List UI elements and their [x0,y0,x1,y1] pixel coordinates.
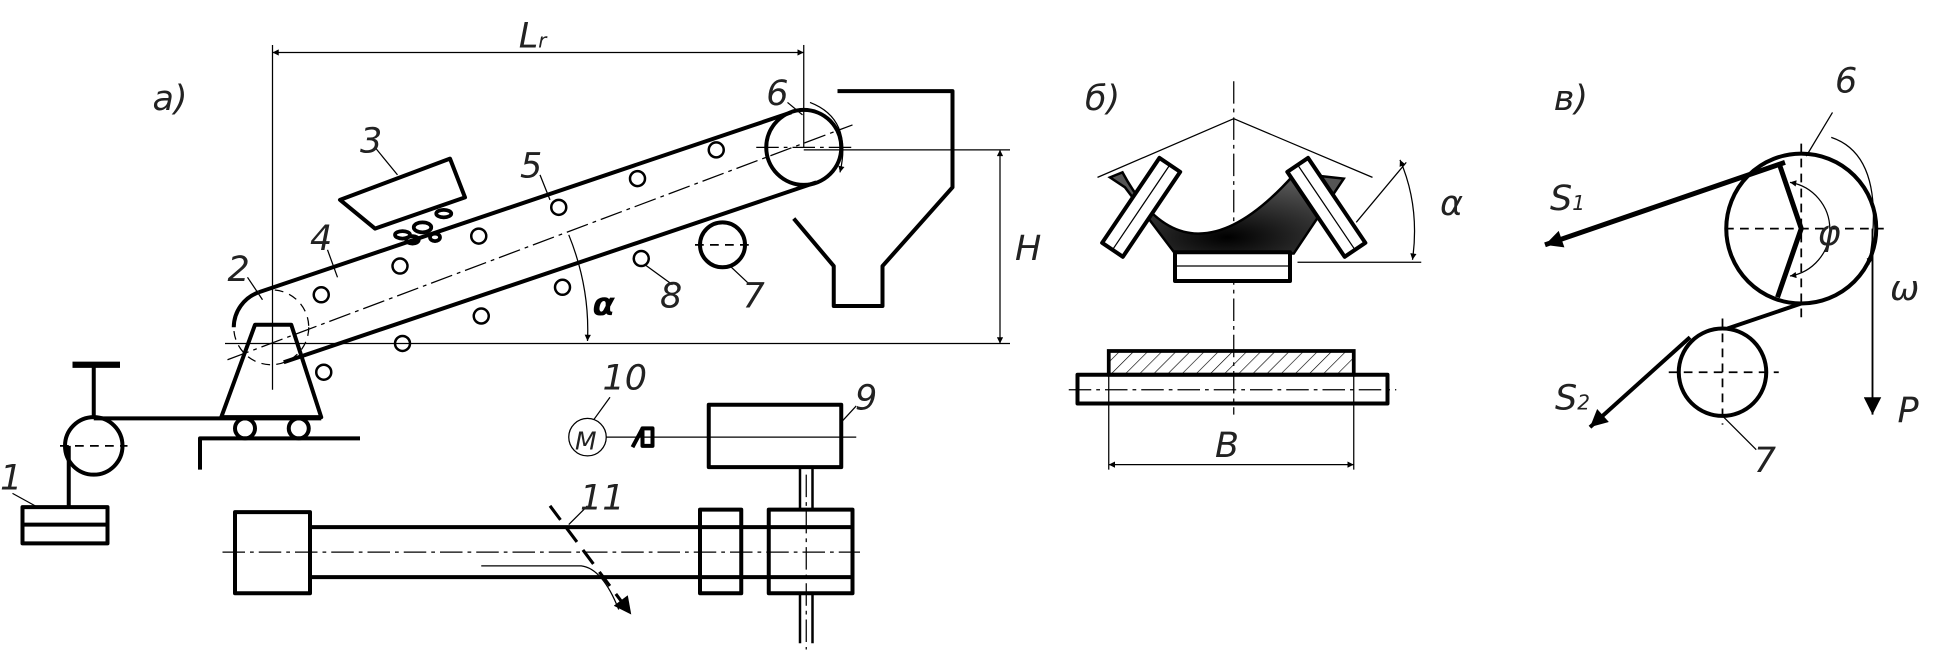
trough-alpha-label: α [1440,184,1463,224]
pulley6-label: 6 [1835,61,1857,101]
belt-lower [283,180,817,365]
omega-label: ω [1890,269,1919,309]
belt-upper [258,110,792,295]
label-10: 10 [603,359,648,399]
panel-b-label: б) [1085,79,1120,119]
s1-force-arrow [1544,160,1786,248]
angle-arc [568,234,591,342]
discharge-plow [548,504,633,616]
panel-v-label: в) [1554,79,1588,119]
s1-label: S1 [1550,179,1585,219]
label-11: 11 [580,479,625,519]
label-9: 9 [855,379,877,419]
flat-belt-section [1106,349,1356,377]
carriage-wheel [233,416,257,441]
idlers [312,141,725,381]
plan-tail-pulley [233,510,312,596]
bulk-material [393,207,454,246]
side-roller-left [1100,155,1183,259]
s2-label: S2 [1555,379,1590,419]
side-roller-right [1285,155,1368,259]
trough-geometry [1097,117,1373,178]
leader-lines [12,101,857,526]
panel-b: б) α B [1068,79,1463,470]
panel-a: а) Lr α H [0,16,1041,650]
motor-label: M [575,427,597,456]
panel-a-label: а) [152,79,187,119]
phi-label: φ [1818,214,1841,254]
label-5: 5 [520,146,542,186]
s2-force-arrow [1588,335,1692,429]
width-label: B [1215,426,1239,466]
label-8: 8 [660,276,682,316]
rotation-arrow [809,101,845,173]
conveyor-axis [227,124,853,361]
carriage-wheel [286,416,311,441]
snub-roller [698,220,747,270]
plan-head-pulley [766,507,855,596]
plan-idler [698,507,744,596]
coupling [640,426,655,448]
length-label: Lr [519,16,548,56]
p-label: P [1898,391,1920,431]
alpha-label: α [593,285,616,323]
label-6: 6 [766,74,788,114]
gearbox [706,402,844,470]
tail-pulley [233,289,310,366]
guide-rail [198,436,360,470]
wrap-angle-arc [1789,180,1831,279]
panel-v: в) φ ω P S1 S2 6 7 [1544,61,1920,481]
leader-line [1805,112,1834,157]
label-3: 3 [360,121,382,161]
leader-line [1722,415,1757,451]
plan-shaft [798,467,814,644]
label-2: 2 [228,250,250,290]
height-label: H [1015,229,1041,269]
loading-hopper [338,156,467,231]
wrap-angle-lines [1775,165,1804,299]
label-4: 4 [310,219,332,259]
trough-angle-arc [1399,159,1417,260]
angle-extension [1355,161,1407,223]
tension-carriage [219,322,324,420]
label-1: 1 [0,459,22,499]
return-belt [1726,301,1802,331]
flow-arrow-line [481,565,620,610]
label-7: 7 [742,276,764,316]
roller7-label: 7 [1754,441,1776,481]
discharge-chute [792,89,955,309]
coupling-half [630,427,645,449]
